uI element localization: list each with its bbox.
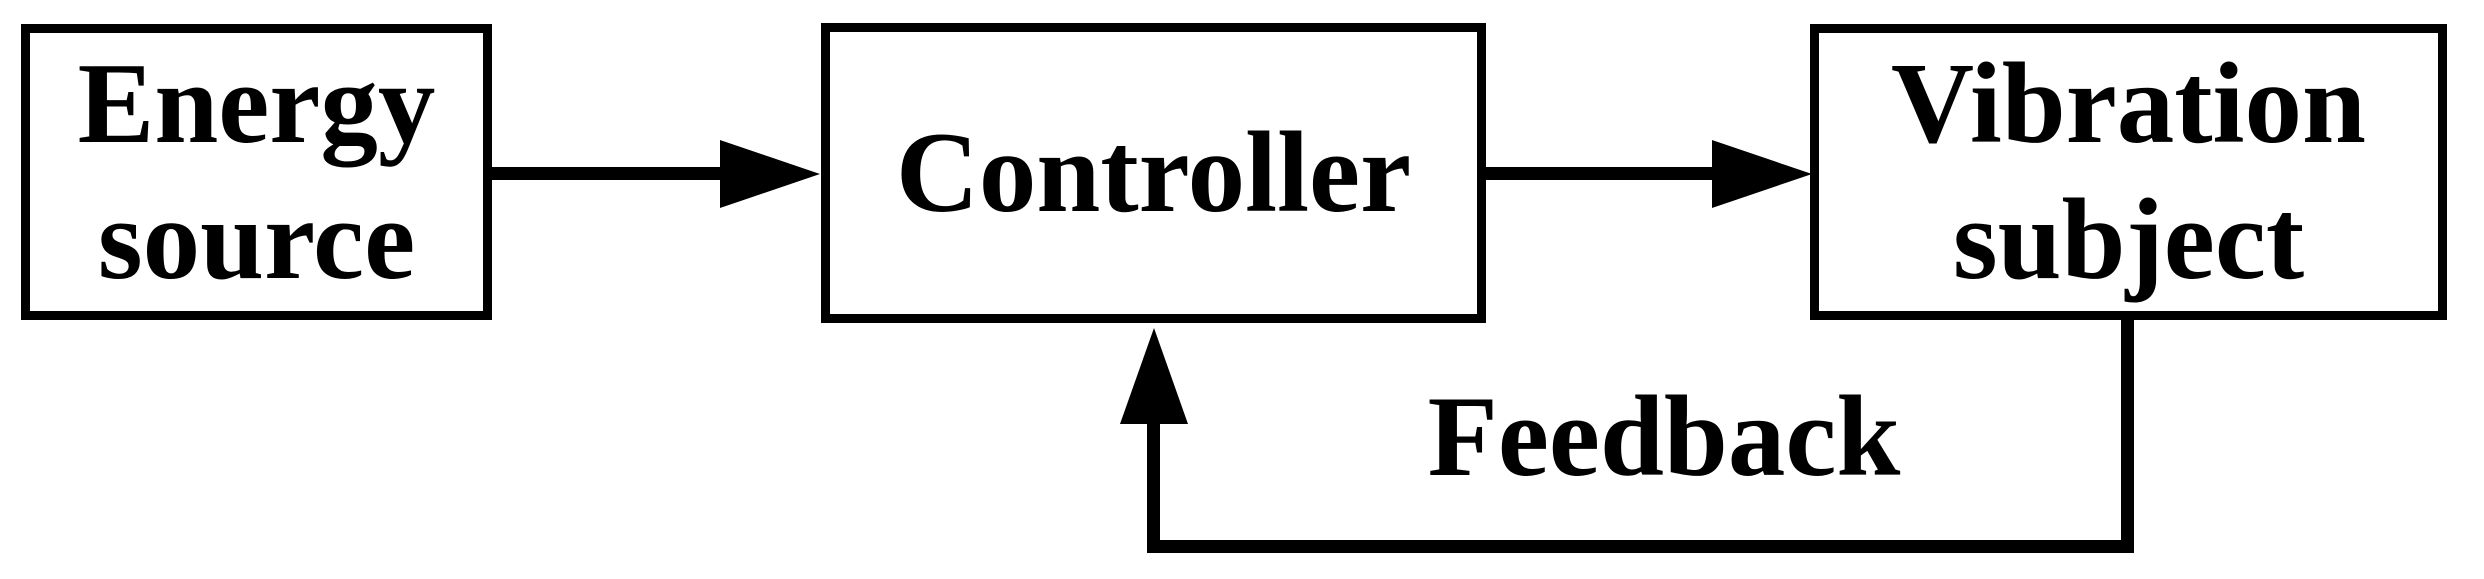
arrow-controller-to-vibration-arrowhead-icon bbox=[1712, 140, 1812, 208]
vibration-subject-box: Vibration subject bbox=[1810, 24, 2447, 320]
feedback-bottom-line bbox=[1147, 540, 2134, 553]
controller-label: Controller bbox=[895, 109, 1412, 237]
vibration-subject-label-line-2: subject bbox=[1952, 176, 2305, 303]
vibration-subject-label-line-1: Vibration bbox=[1891, 40, 2366, 168]
energy-source-label-line-2: source bbox=[97, 176, 416, 303]
feedback-drop-line bbox=[2121, 316, 2134, 553]
feedback-arrowhead-icon bbox=[1120, 328, 1188, 424]
feedback-label: Feedback bbox=[1427, 373, 1901, 500]
feedback-up-line bbox=[1147, 420, 1160, 548]
energy-source-box: Energy source bbox=[21, 24, 492, 320]
arrow-controller-to-vibration-shaft bbox=[1482, 167, 1714, 180]
arrow-energy-to-controller-arrowhead-icon bbox=[720, 140, 820, 208]
energy-source-label-line-1: Energy bbox=[77, 40, 436, 168]
controller-box: Controller bbox=[821, 23, 1486, 323]
arrow-energy-to-controller-shaft bbox=[488, 167, 722, 180]
